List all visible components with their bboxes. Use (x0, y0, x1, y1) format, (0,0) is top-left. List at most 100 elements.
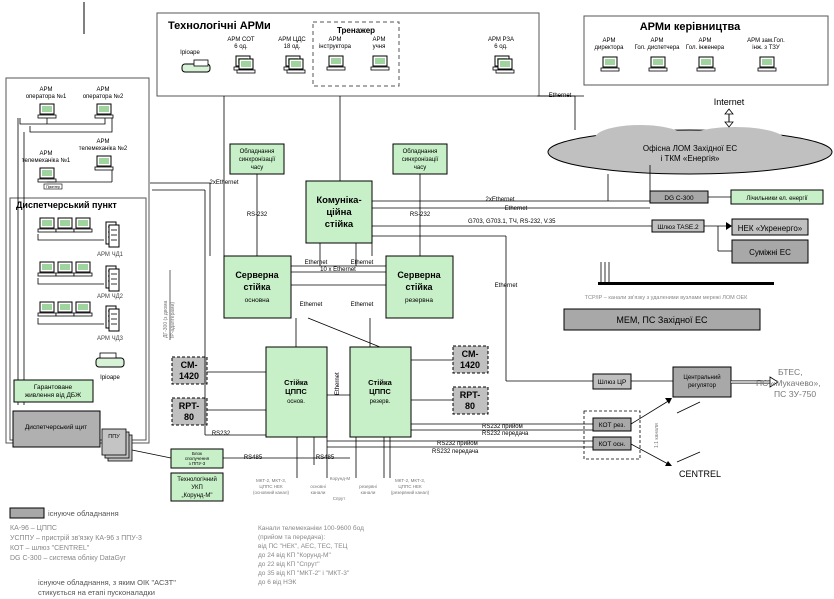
arm-rza-label-2: 6 од. (494, 44, 508, 50)
rs232-right-label: RS-232 (410, 212, 431, 218)
block-label-3: з ППУ-3 (189, 461, 206, 466)
btes-label-2: ПС «Мукачево», (756, 378, 821, 388)
cpts-rack-main (265, 346, 328, 438)
iriar-label: Іріоаре (180, 50, 200, 56)
rs232-cpts-label: RS232 (212, 431, 231, 437)
g703-label: G703, G703.1, ТЧ, RS-232, V.35 (468, 219, 556, 225)
tcpip-bar (598, 282, 774, 285)
cm1420-right (452, 345, 489, 374)
arm-instr-label-2: інструктора (319, 44, 352, 50)
cpts-reserve-label-1: Стійка (368, 378, 393, 387)
legend-item-3: КОТ – шлюз "CENTREL" (10, 545, 90, 552)
centrel-label: CENTREL (679, 469, 721, 479)
cm1420-left-1: СМ- (181, 360, 198, 370)
legend-item-4: DG C-300 – система обліку DataGyr (10, 554, 126, 562)
internet-label: Internet (714, 97, 745, 107)
central-reg-box (672, 366, 732, 398)
block-label-2: сполучення (185, 456, 210, 461)
channels-line-3: від ПС "НЕК", АЕС, ТЕС, ТЕЦ (258, 542, 348, 550)
dg-c300-label: DG C-300 (664, 195, 694, 202)
cm1420-right-2: 1420 (460, 360, 480, 370)
korund-label-2: основні (310, 484, 326, 489)
tm-printer-label: Принтер (46, 185, 60, 189)
dispatch-row-2 (37, 261, 120, 292)
rs232-left-label: RS-232 (247, 212, 268, 218)
mkt1-label-1: МКТ-2, МКТ-3, (256, 478, 286, 483)
rpt80-left-2: 80 (184, 412, 194, 422)
mgmt-dispatcher-1: АРМ (651, 38, 664, 44)
server-main-label-2: стійка (244, 282, 272, 292)
channels-line-4: до 24 від КП "Корунд-М" (258, 551, 331, 559)
ethernet-cpts-right: Ethernet (351, 302, 374, 308)
sync-right-2: синхронізації (402, 157, 439, 163)
mgmt-engineer-2: Гол. інженера (686, 45, 725, 51)
tech-arm-title: Технологічні АРМи (168, 20, 271, 32)
central-reg-label-2: регулятор (688, 383, 716, 389)
rs232-tx-1: RS232 передача (482, 431, 529, 437)
op2-icon (94, 103, 114, 119)
channels-line-6: до 35 від КП "МКТ-2" і "МКТ-3" (258, 569, 350, 577)
chd3-label: АРМ ЧД3 (97, 336, 124, 342)
korund-label-3: канали (311, 490, 326, 495)
dispatch-group (9, 197, 147, 441)
arm-sot-label-2: 6 од. (234, 44, 248, 50)
sync-box-right (392, 143, 448, 175)
tm1-icon (37, 167, 57, 183)
centrel-link-arrows (676, 401, 701, 463)
rpt80-right (452, 386, 489, 415)
block-label-1: Блок (192, 451, 202, 456)
office-lan-label-1: Офісна ЛОМ Західної ЕС (643, 144, 737, 153)
links-vertical-label: 1:1 канали (654, 423, 660, 448)
shield-label: Диспетчерський щит (25, 423, 87, 431)
legend-footer-1: існуюче обладнання, з яким ОІК "АСЗТ" (38, 578, 176, 587)
server-main-label-3: основна (245, 297, 270, 304)
op1-label-1: АРМ (40, 87, 53, 93)
chd1-label: АРМ ЧД1 (97, 252, 124, 258)
mgmt-director-1: АРМ (603, 38, 616, 44)
btes-label-1: БТЕС, (778, 367, 803, 377)
server-rack-reserve (385, 255, 454, 319)
cpts-reserve-label-3: резерв. (370, 399, 391, 405)
rpt80-right-2: 80 (465, 401, 475, 411)
ethernet-cpts-left: Ethernet (300, 302, 323, 308)
arm-instr-label-1: АРМ (329, 37, 342, 43)
office-lan-label-2: і ТКМ «Енергія» (660, 154, 720, 163)
arm-cds-label-2: 18 од. (284, 44, 301, 50)
x10ethernet-label: 10 x Ethernet (320, 267, 356, 273)
mkt2-label-3: (резервний канал) (391, 489, 430, 495)
ethernet-mid-right: Ethernet (351, 260, 374, 266)
mgmt-dispatcher-icon (648, 56, 668, 72)
mem-label: МЕМ, ПС Західної ЕС (616, 315, 708, 325)
iriar-printer-icon (181, 59, 211, 73)
kot-rez-label: КОТ рез. (599, 422, 626, 429)
ppu-box (101, 428, 127, 456)
kot-osn-box (592, 436, 632, 451)
ethernet-mid-left: Ethernet (305, 260, 328, 266)
tcpip-label: TCP/IP – канали зв'язку з удаленими вузл… (585, 295, 749, 301)
mgmt-director-icon (600, 56, 620, 72)
arm-uchnya-icon (370, 55, 390, 71)
mgmt-deputy-icon (757, 56, 777, 72)
connection-lines (131, 95, 652, 478)
op2-label-1: АРМ (97, 87, 110, 93)
dispatch-row-3 (37, 301, 120, 332)
arm-rza-label-1: АРМ РЗА (488, 37, 514, 43)
ethernet-top-label: Ethernet (549, 93, 572, 99)
management-group (583, 15, 829, 86)
arm-cds-label-1: АРМ ЦДС (278, 37, 306, 43)
sync-left-1: Обладнання (240, 149, 275, 155)
dispatch-vertical-label-2: IP-адаптерами) (170, 302, 176, 338)
ukp-label-1: Технологічний (177, 476, 217, 483)
arm-sot-label-1: АРМ СОТ (227, 37, 254, 43)
legend-item-2: УСППУ – пристрій зв'язку КА-96 з ППУ-3 (10, 534, 142, 542)
arm-cds-icon-2 (286, 58, 306, 74)
dispatch-title: Диспетчерський пункт (16, 200, 117, 210)
kot-osn-label: КОТ осн. (599, 441, 626, 448)
ups-box (13, 379, 94, 403)
mgmt-deputy-2: інж. з ТЗУ (752, 45, 780, 51)
rs485-mid-label: RS485 (316, 455, 335, 461)
channels-line-7: до 6 від НЭК (258, 578, 296, 586)
ukp-label-2: УКП (191, 485, 203, 491)
lich-label: Лічильники ел. енергії (746, 196, 808, 202)
comm-rack-label-3: стійка (325, 219, 354, 230)
